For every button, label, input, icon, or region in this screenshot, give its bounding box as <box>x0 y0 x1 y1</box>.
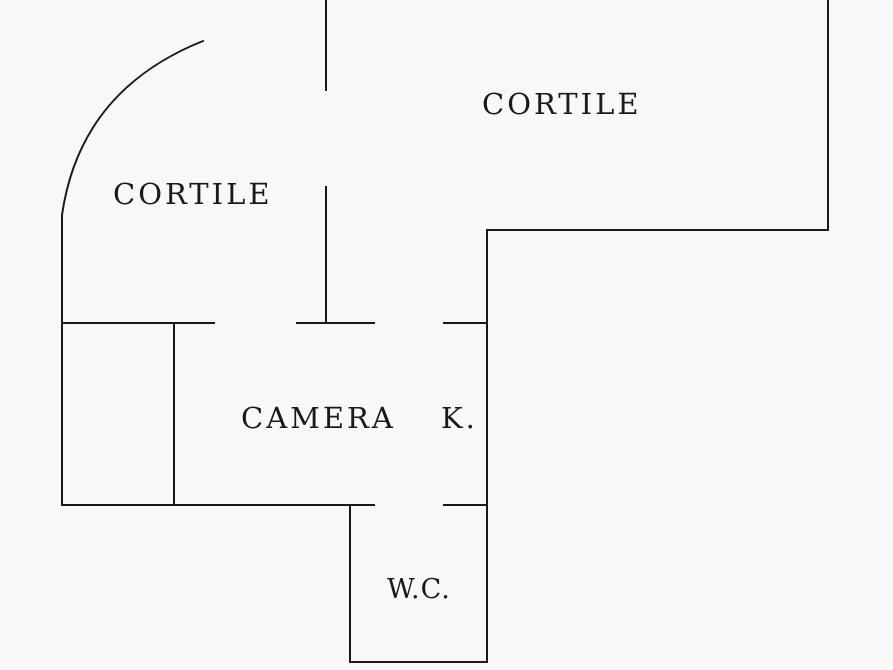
label-cortile-left: CORTILE <box>113 177 273 211</box>
label-kitchen: K. <box>441 401 478 435</box>
walls <box>61 0 829 663</box>
room-labels: CORTILE CORTILE CAMERA K. W.C. <box>113 87 642 605</box>
label-cortile-right: CORTILE <box>482 87 642 121</box>
wall-right-courtyard-outline <box>486 0 829 324</box>
label-camera: CAMERA <box>241 401 396 435</box>
label-wc: W.C. <box>387 574 451 605</box>
wall-left-courtyard-arc <box>61 39 205 324</box>
